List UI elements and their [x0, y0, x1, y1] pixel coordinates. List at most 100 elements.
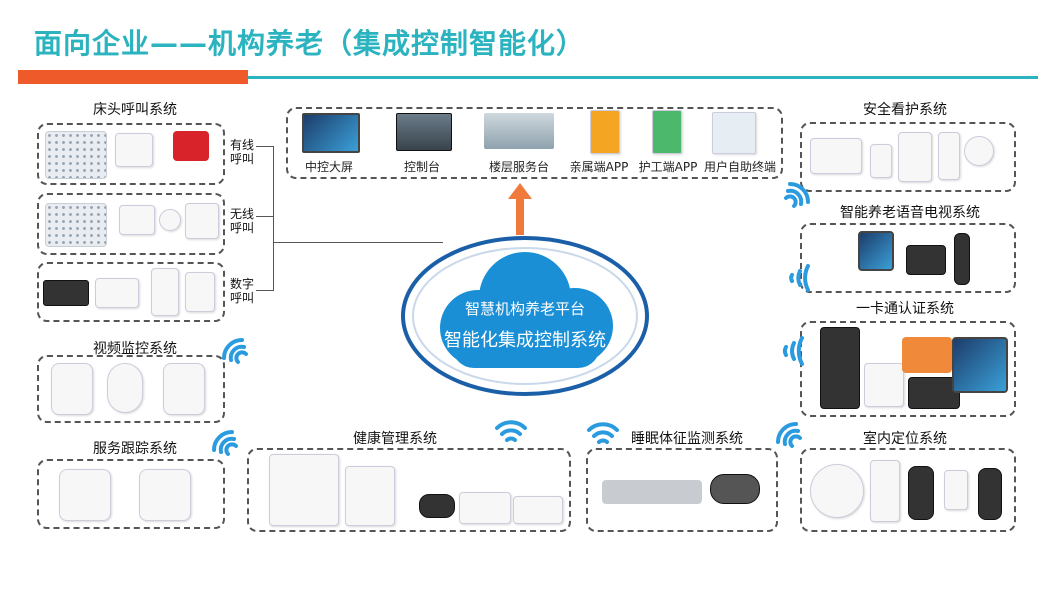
- camera-icon: [107, 363, 143, 413]
- wireless-call-button: [119, 205, 155, 235]
- family-app-icon: [590, 110, 620, 154]
- page-title: 面向企业——机构养老（集成控制智能化）: [34, 27, 586, 60]
- wristband-icon: [908, 466, 934, 520]
- face-terminal-icon: [820, 327, 860, 409]
- voice-tv-label: 智能养老语音电视系统: [840, 205, 980, 221]
- tablet-stand-icon: [858, 231, 894, 271]
- up-arrow-icon: [508, 183, 532, 235]
- qr-reader-icon: [902, 337, 952, 373]
- card-auth-box: [800, 321, 1016, 417]
- console-icon: [396, 113, 452, 151]
- sos-pull-switch: [173, 131, 209, 161]
- card-reader-icon: [908, 377, 960, 409]
- wireless-call-line1: 无线: [230, 207, 255, 221]
- tracking-device-icon: [59, 469, 111, 521]
- badge-icon: [870, 460, 900, 522]
- camera-icon: [163, 363, 205, 415]
- control-screen-icon: [302, 113, 360, 153]
- wired-call-line1: 有线: [230, 138, 255, 152]
- wifi-signal-icon: [212, 430, 238, 456]
- service-tracking-box: [37, 459, 225, 529]
- wifi-signal-icon: [587, 422, 619, 444]
- sensor-icon: [810, 138, 862, 174]
- wireless-call-caption: 无线呼叫: [230, 207, 254, 235]
- door-sensor-icon: [870, 144, 892, 178]
- smoke-detector-icon: [964, 136, 994, 166]
- caregiver-app-icon: [652, 110, 682, 154]
- tag-icon: [944, 470, 968, 510]
- wired-call-caption: 有线呼叫: [230, 138, 254, 166]
- cloud-icon: [401, 236, 649, 396]
- connector-line: [256, 146, 274, 147]
- connector-line: [273, 146, 274, 291]
- health-tablet-icon: [345, 466, 395, 526]
- digital-call-tablet: [43, 280, 89, 306]
- digital-sos-unit: [185, 272, 215, 312]
- sleep-pad-icon: [602, 480, 702, 504]
- wired-call-line2: 呼叫: [230, 152, 255, 166]
- video-monitor-box: [37, 355, 225, 423]
- safety-care-box: [800, 122, 1016, 192]
- wifi-signal-icon: [782, 336, 804, 366]
- monitor-device-icon: [513, 496, 563, 524]
- wifi-signal-icon: [222, 338, 248, 364]
- blood-pressure-icon: [459, 492, 511, 524]
- wifi-signal-icon: [789, 264, 810, 292]
- sleep-monitor-device-icon: [710, 474, 760, 504]
- health-management-box: [247, 448, 571, 532]
- top-panel-item: 护工端APP: [638, 160, 698, 174]
- sos-button-icon: [938, 132, 960, 180]
- top-panel-item: 控制台: [403, 160, 441, 174]
- wifi-signal-icon: [776, 422, 802, 448]
- wireless-call-unit: [185, 203, 219, 239]
- cloud-subtitle: 智能化集成控制系统: [444, 330, 606, 351]
- top-panel-item: 楼层服务台: [488, 160, 550, 174]
- wired-call-unit: [115, 133, 153, 167]
- wifi-signal-icon: [784, 182, 810, 208]
- cloud-title: 智慧机构养老平台: [464, 300, 585, 318]
- video-monitor-label: 视频监控系统: [93, 341, 177, 357]
- wireless-call-pendant: [159, 209, 181, 231]
- service-desk-icon: [484, 113, 554, 149]
- service-tracking-label: 服务跟踪系统: [93, 441, 177, 457]
- top-panel-item: 用户自助终端: [703, 160, 777, 174]
- wired-call-panel: [45, 131, 107, 179]
- card-auth-label: 一卡通认证系统: [856, 301, 954, 317]
- wristband-icon: [978, 468, 1002, 520]
- digital-call-host: [95, 278, 139, 308]
- health-management-label: 健康管理系统: [353, 431, 437, 447]
- title-accent-bar: [18, 70, 248, 84]
- digital-call-box: [37, 262, 225, 322]
- safety-care-label: 安全看护系统: [863, 102, 947, 118]
- cashier-terminal-icon: [952, 337, 1008, 393]
- connector-line: [256, 290, 274, 291]
- camera-icon: [51, 363, 93, 415]
- indoor-location-label: 室内定位系统: [863, 431, 947, 447]
- digital-call-caption: 数字呼叫: [230, 277, 254, 305]
- connector-line: [273, 242, 443, 243]
- remote-icon: [954, 233, 970, 285]
- terminal-panel-box: [286, 107, 783, 179]
- wireless-call-panel: [45, 203, 107, 247]
- tv-box-icon: [906, 245, 946, 275]
- pos-terminal-icon: [864, 363, 904, 407]
- wired-call-box: [37, 123, 225, 185]
- connector-line: [256, 216, 274, 217]
- wireless-call-box: [37, 193, 225, 255]
- bedside-call-label: 床头呼叫系统: [93, 102, 177, 118]
- digital-call-line1: 数字: [230, 277, 255, 291]
- beacon-icon: [810, 464, 864, 518]
- digital-call-panel: [151, 268, 179, 316]
- title-underline: [248, 76, 1038, 79]
- keypad-icon: [139, 469, 191, 521]
- wifi-signal-icon: [495, 420, 527, 442]
- smart-watch-icon: [419, 494, 455, 518]
- sleep-monitor-label: 睡眠体征监测系统: [631, 431, 743, 447]
- pir-sensor-icon: [898, 132, 932, 182]
- sleep-monitor-box: [586, 448, 778, 532]
- indoor-location-box: [800, 448, 1016, 532]
- kiosk-icon: [712, 112, 756, 154]
- wireless-call-line2: 呼叫: [230, 221, 255, 235]
- top-panel-item: 中控大屏: [304, 160, 354, 174]
- health-kiosk-icon: [269, 454, 339, 526]
